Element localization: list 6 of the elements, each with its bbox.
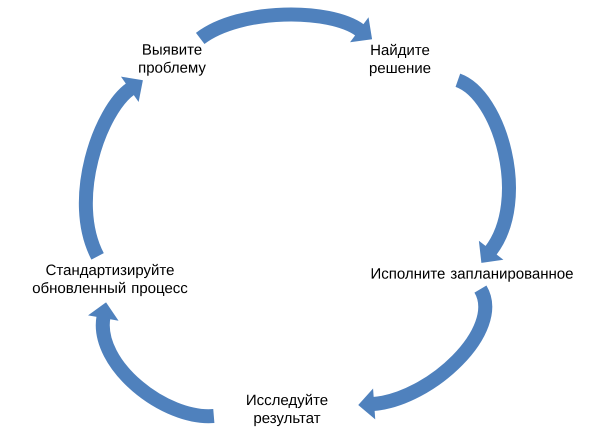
step-label: Выявите проблему (139, 44, 206, 76)
step-label: Исследуйте результат (247, 394, 328, 426)
step-label: Стандартизируйте обновленный процесс (32, 264, 188, 296)
step-label: Исполните запланированное (372, 268, 573, 282)
step-label: Найдите решение (370, 44, 430, 76)
curved-arrow (78, 76, 143, 260)
